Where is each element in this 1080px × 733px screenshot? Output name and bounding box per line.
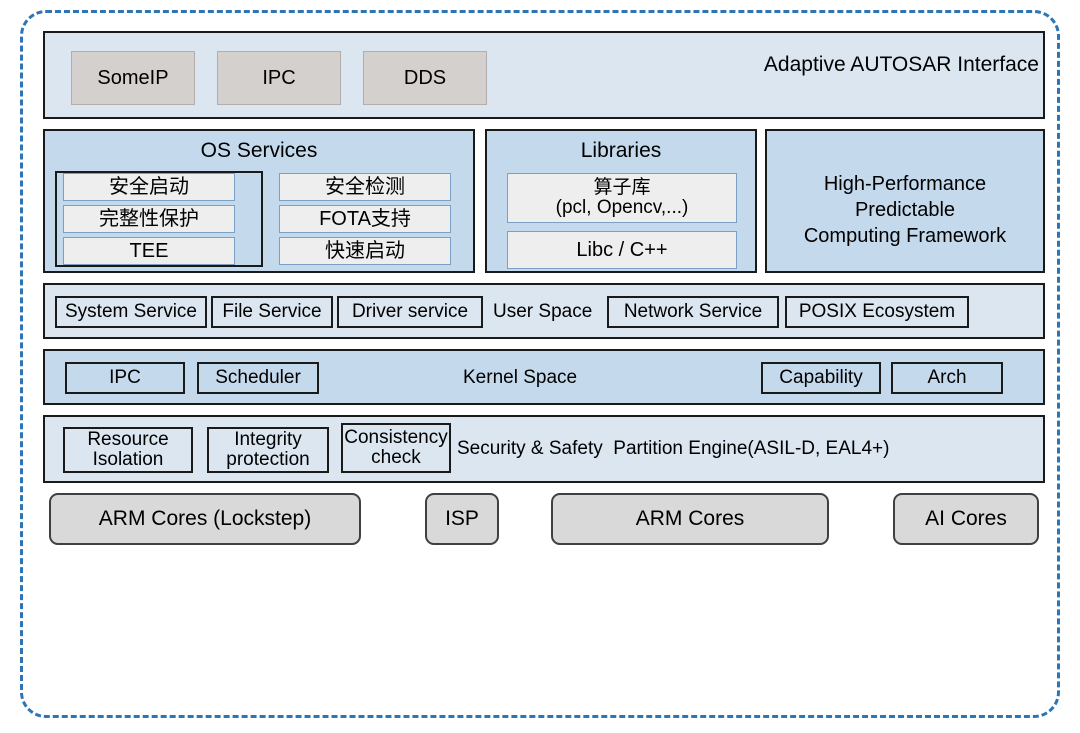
panel-high-performance-framework: High-Performance Predictable Computing F… — [765, 129, 1045, 273]
label-high-performance-framework: High-Performance Predictable Computing F… — [775, 171, 1035, 249]
chip-libc-cpp[interactable]: Libc / C++ — [507, 231, 737, 269]
stack-diagram-container: SomeIP IPC DDS Adaptive AUTOSAR Interfac… — [20, 10, 1060, 718]
chip-consistency-check-line1: Consistency — [344, 427, 448, 449]
stack-diagram-inner: SomeIP IPC DDS Adaptive AUTOSAR Interfac… — [43, 31, 1045, 703]
chip-isp[interactable]: ISP — [425, 493, 499, 545]
chip-integrity-protection-line1: Integrity — [234, 429, 302, 451]
chip-security-detection[interactable]: 安全检测 — [279, 173, 451, 201]
layer-adaptive-autosar-interface: SomeIP IPC DDS Adaptive AUTOSAR Interfac… — [43, 31, 1045, 119]
layer-os-services-row: OS Services Security Service 安全启动 完整性保护 … — [43, 129, 1045, 273]
chip-ai-cores[interactable]: AI Cores — [893, 493, 1039, 545]
panel-title-os-services: OS Services — [200, 139, 318, 162]
panel-libraries: Libraries 算子库 (pcl, Opencv,...) Libc / C… — [485, 129, 757, 273]
chip-operator-library-line2: (pcl, Opencv,...) — [555, 197, 689, 218]
label-partition-engine: Security & Safety Partition Engine(ASIL-… — [457, 438, 890, 459]
chip-arch[interactable]: Arch — [891, 362, 1003, 394]
layer-user-space: System Service File Service Driver servi… — [43, 283, 1045, 339]
chip-integrity-protection-line2: protection — [226, 449, 310, 470]
hpc-line3: Computing Framework — [803, 225, 1007, 247]
chip-posix-ecosystem[interactable]: POSIX Ecosystem — [785, 296, 969, 328]
hpc-line2: Predictable — [854, 199, 956, 221]
chip-resource-isolation-line1: Resource — [87, 429, 169, 451]
chip-system-service[interactable]: System Service — [55, 296, 207, 328]
chip-resource-isolation-line2: Isolation — [92, 449, 164, 470]
chip-driver-service[interactable]: Driver service — [337, 296, 483, 328]
chip-secure-boot[interactable]: 安全启动 — [63, 173, 235, 201]
chip-consistency-check-line2: check — [371, 447, 421, 468]
chip-ipc[interactable]: IPC — [217, 51, 341, 105]
layer-hardware-cores: ARM Cores (Lockstep) ISP ARM Cores AI Co… — [43, 493, 1045, 563]
chip-scheduler[interactable]: Scheduler — [197, 362, 319, 394]
chip-dds[interactable]: DDS — [363, 51, 487, 105]
layer-partition-engine: Resource Isolation Integrity protection … — [43, 415, 1045, 483]
chip-kernel-ipc[interactable]: IPC — [65, 362, 185, 394]
chip-arm-cores[interactable]: ARM Cores — [551, 493, 829, 545]
layer-kernel-space: IPC Scheduler Kernel Space Capability Ar… — [43, 349, 1045, 405]
chip-fota-support[interactable]: FOTA支持 — [279, 205, 451, 233]
chip-operator-library-line1: 算子库 — [593, 177, 651, 199]
chip-capability[interactable]: Capability — [761, 362, 881, 394]
label-kernel-space: Kernel Space — [463, 367, 578, 388]
chip-arm-cores-lockstep[interactable]: ARM Cores (Lockstep) — [49, 493, 361, 545]
chip-fast-boot[interactable]: 快速启动 — [279, 237, 451, 265]
chip-file-service[interactable]: File Service — [211, 296, 333, 328]
chip-integrity-protection-partition[interactable]: Integrity protection — [207, 427, 329, 473]
chip-operator-library[interactable]: 算子库 (pcl, Opencv,...) — [507, 173, 737, 223]
label-adaptive-autosar-interface: Adaptive AUTOSAR Interface — [763, 53, 1039, 76]
panel-os-services: OS Services Security Service 安全启动 完整性保护 … — [43, 129, 475, 273]
chip-network-service[interactable]: Network Service — [607, 296, 779, 328]
chip-integrity-protection[interactable]: 完整性保护 — [63, 205, 235, 233]
chip-someip[interactable]: SomeIP — [71, 51, 195, 105]
label-user-space: User Space — [493, 301, 593, 322]
hpc-line1: High-Performance — [823, 173, 987, 195]
chip-tee[interactable]: TEE — [63, 237, 235, 265]
panel-title-libraries: Libraries — [580, 139, 662, 162]
chip-resource-isolation[interactable]: Resource Isolation — [63, 427, 193, 473]
chip-consistency-check[interactable]: Consistency check — [341, 423, 451, 473]
